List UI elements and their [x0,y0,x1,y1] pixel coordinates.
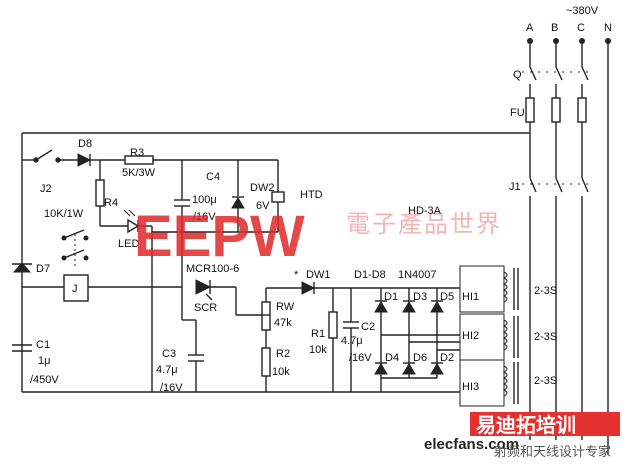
svg-text:DW2: DW2 [250,182,274,194]
diode-d7: D7 [12,262,50,275]
relay-j: J [22,274,182,302]
svg-text:D1: D1 [384,291,398,303]
contactor-j1: J1 [509,177,590,440]
svg-text:HI3: HI3 [462,381,479,393]
phase-lines [527,38,611,455]
footer-watermark: 易迪拓培训 elecfans.com 射频和天线设计专家 [424,412,620,460]
svg-text:100μ: 100μ [192,194,217,206]
transformer-hi3: HI3 2-3S [459,359,557,407]
fuses-fu: FU [510,97,587,178]
svg-text:HI2: HI2 [462,330,479,342]
scr: MCR100-6 SCR [186,263,239,314]
capacitor-c1: C1 1μ /450V [12,339,59,386]
svg-text:SCR: SCR [194,302,217,314]
svg-text:2-3S: 2-3S [534,285,557,297]
svg-text:47k: 47k [274,317,292,329]
svg-text:D6: D6 [413,352,427,364]
diode-d8: D8 [77,138,100,167]
svg-text:/450V: /450V [30,374,59,386]
phase-b-label: B [551,22,558,34]
svg-text:D7: D7 [36,263,50,275]
svg-text:J: J [72,283,78,295]
svg-text:1μ: 1μ [38,355,50,367]
svg-text:4.7μ: 4.7μ [156,364,178,376]
svg-text:DW1: DW1 [306,269,330,281]
svg-text:LED: LED [118,238,139,250]
switch-j2: J2 [22,149,78,195]
svg-text:2-3S: 2-3S [534,375,557,387]
resistor-r1: R1 10k [309,288,338,392]
transformer-hi2: HI2 2-3S [459,313,557,361]
bridge-type-label: 1N4007 [398,269,437,281]
svg-text:HTD: HTD [300,189,323,201]
svg-text:RW: RW [276,301,295,313]
svg-text:10K/1W: 10K/1W [44,208,84,220]
resistor-r3: R3 5K/3W [100,147,278,179]
capacitor-c2: C2 4.7μ /16V [341,288,375,392]
phase-a-label: A [526,22,534,34]
svg-text:D2: D2 [440,352,454,364]
buzzer-htd: HTD [271,160,323,232]
svg-text:/16V: /16V [193,211,216,223]
relay-contacts [61,229,89,268]
capacitor-c3: C3 4.7μ /16V [156,298,204,394]
diode-bridge: D1 D3 D5 D4 D6 D2 [374,288,460,379]
svg-text:D4: D4 [385,352,399,364]
svg-text:D3: D3 [413,291,427,303]
module-label-hd3a: HD-3A [408,205,442,217]
phase-n-label: N [604,22,612,34]
eepw-watermark: EEPW [134,204,305,269]
capacitor-c4: C4 100μ /16V [174,160,220,232]
svg-text:HI1: HI1 [462,291,479,303]
svg-text:2-3S: 2-3S [534,331,557,343]
footer-red-banner [470,412,620,436]
resistor-r2: R2 10k [261,330,290,392]
svg-text:10k: 10k [309,344,327,356]
site-watermark: elecfans.com [424,436,519,453]
svg-text:R1: R1 [311,328,325,340]
svg-text:6V: 6V [256,200,270,212]
zener-dw2: DW2 6V [231,160,274,232]
svg-text:C4: C4 [206,171,220,183]
svg-text:R4: R4 [104,197,118,209]
svg-text:J2: J2 [40,183,52,195]
svg-text:C1: C1 [36,339,50,351]
footer-cn-text: 易迪拓培训 [476,413,576,437]
breaker-q: Q [513,66,590,98]
svg-text:*: * [294,269,299,281]
svg-text:10k: 10k [272,366,290,378]
zener-dw1: * DW1 [266,269,460,295]
led: LED [118,209,152,250]
svg-text:4.7μ: 4.7μ [341,335,363,347]
svg-text:D8: D8 [78,138,92,150]
svg-text:/16V: /16V [160,382,183,394]
svg-text:J1: J1 [509,181,521,193]
svg-text:/16V: /16V [349,352,372,364]
supply-voltage-label: ~380V [566,5,599,17]
footer-cn2-text: 射频和天线设计专家 [494,444,611,460]
bridge-label: D1-D8 [354,269,386,281]
svg-text:5K/3W: 5K/3W [122,167,156,179]
resistor-r4: R4 10K/1W [44,160,128,227]
eepw-cn-watermark: 電子產品世界 [346,210,502,238]
svg-text:D5: D5 [440,291,454,303]
svg-text:C2: C2 [361,321,375,333]
phase-c-label: C [577,22,585,34]
svg-text:Q: Q [513,69,522,81]
potentiometer-rw: RW 47k [261,288,295,331]
svg-text:C3: C3 [162,348,176,360]
svg-text:MCR100-6: MCR100-6 [186,263,239,275]
svg-text:FU: FU [510,107,525,119]
svg-text:R2: R2 [276,348,290,360]
transformer-hi1: HI1 2-3S [459,265,557,313]
